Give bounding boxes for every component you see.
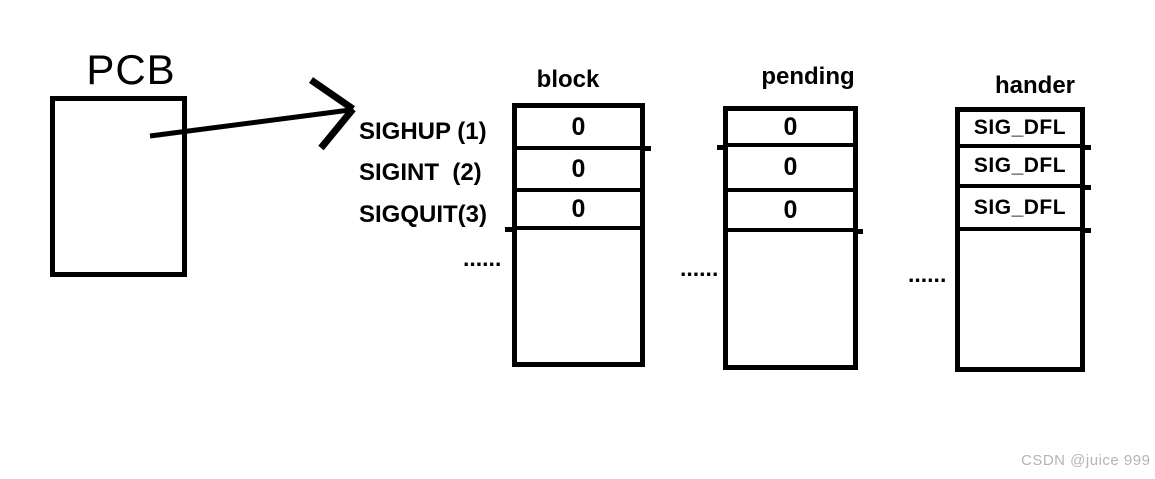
table-cell: 0 [517, 108, 640, 150]
handler-table: SIG_DFL SIG_DFL SIG_DFL [955, 107, 1085, 372]
table-cell: 0 [517, 192, 640, 230]
stroke-artifact [1084, 185, 1091, 190]
stroke-artifact [1084, 228, 1091, 233]
stroke-artifact [1084, 145, 1091, 150]
table-cell: SIG_DFL [960, 112, 1080, 148]
stroke-artifact [644, 146, 651, 151]
ellipsis-dots-handler: ...... [908, 261, 947, 287]
table-cell: 0 [728, 147, 853, 192]
stroke-artifact [505, 227, 512, 232]
column-header-handler: hander [994, 72, 1075, 99]
signal-label-sigint: SIGINT (2) [359, 159, 482, 186]
stroke-artifact [856, 229, 863, 234]
ellipsis-dots-block: ...... [463, 245, 502, 271]
watermark: CSDN @juice 999 [1021, 452, 1151, 469]
signal-label-sighup: SIGHUP (1) [359, 118, 487, 145]
table-cell: 0 [728, 111, 853, 147]
stroke-artifact [717, 145, 724, 150]
column-header-pending: pending [761, 63, 855, 90]
pcb-label: PCB [86, 46, 176, 93]
pending-table: 0 0 0 [723, 106, 858, 370]
table-cell-empty [517, 230, 640, 362]
pcb-box [50, 96, 187, 277]
block-table: 0 0 0 [512, 103, 645, 367]
table-cell-empty [960, 231, 1080, 367]
table-cell: SIG_DFL [960, 148, 1080, 188]
table-cell: SIG_DFL [960, 188, 1080, 231]
table-cell-empty [728, 232, 853, 365]
table-cell: 0 [728, 192, 853, 232]
table-cell: 0 [517, 150, 640, 192]
signal-label-sigquit: SIGQUIT(3) [359, 201, 488, 228]
ellipsis-dots-pending: ...... [680, 255, 719, 281]
column-header-block: block [536, 66, 600, 93]
